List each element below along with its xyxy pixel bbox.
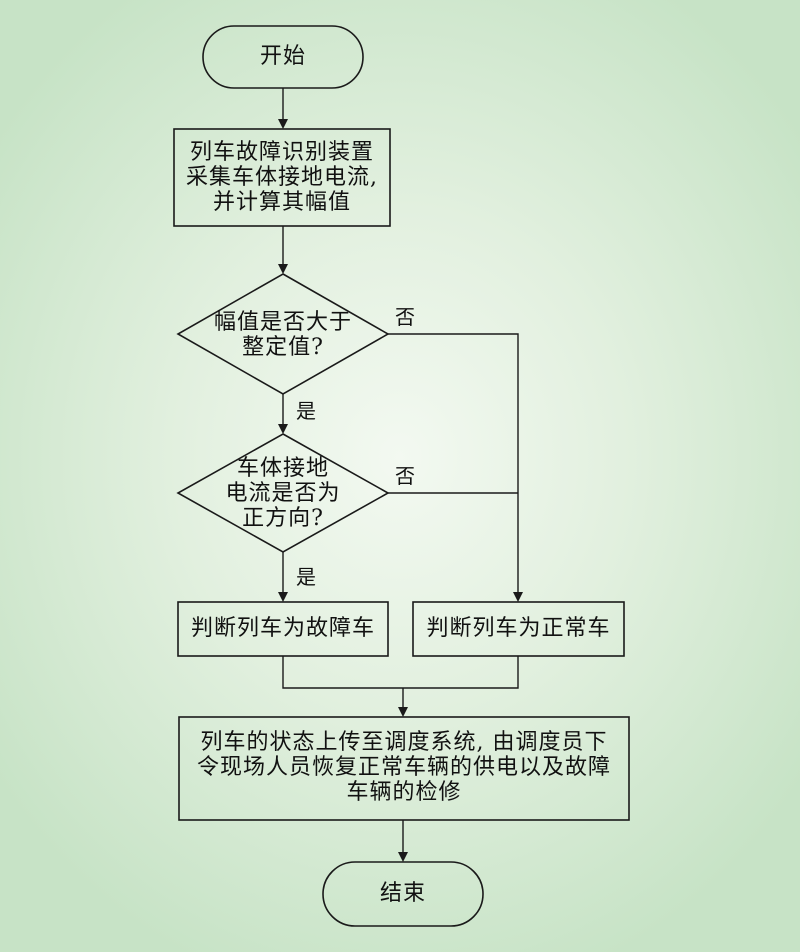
arrowhead xyxy=(278,264,288,274)
arrowhead xyxy=(278,119,288,129)
normal-result-text: 判断列车为正常车 xyxy=(426,616,611,641)
collect-step-text: 列车故障识别装置 采集车体接地电流, 并计算其幅值 xyxy=(186,140,378,215)
connector-amplitude-no xyxy=(388,333,519,593)
amplitude-no-label: 否 xyxy=(395,305,415,329)
direction-yes-label: 是 xyxy=(296,565,316,589)
arrowhead xyxy=(398,852,408,862)
amplitude-decision-text: 幅值是否大于 整定值? xyxy=(213,310,352,360)
upload-process-shape xyxy=(178,716,630,821)
connector-results-merge xyxy=(282,656,519,689)
amplitude-yes-label: 是 xyxy=(296,399,316,423)
start-label: 开始 xyxy=(259,44,306,69)
arrowhead xyxy=(513,592,523,602)
end-label: 结束 xyxy=(379,881,426,906)
arrowhead xyxy=(278,424,288,434)
upload-step-text: 列车的状态上传至调度系统, 由调度员下 令现场人员恢复正常车辆的供电以及故障 车… xyxy=(196,730,611,805)
fault-result-text: 判断列车为故障车 xyxy=(190,616,375,641)
arrowhead xyxy=(278,592,288,602)
direction-no-label: 否 xyxy=(395,464,415,488)
direction-decision-text: 车体接地 电流是否为 正方向? xyxy=(225,456,341,531)
collect-process-shape xyxy=(173,128,391,227)
arrowhead xyxy=(398,707,408,717)
